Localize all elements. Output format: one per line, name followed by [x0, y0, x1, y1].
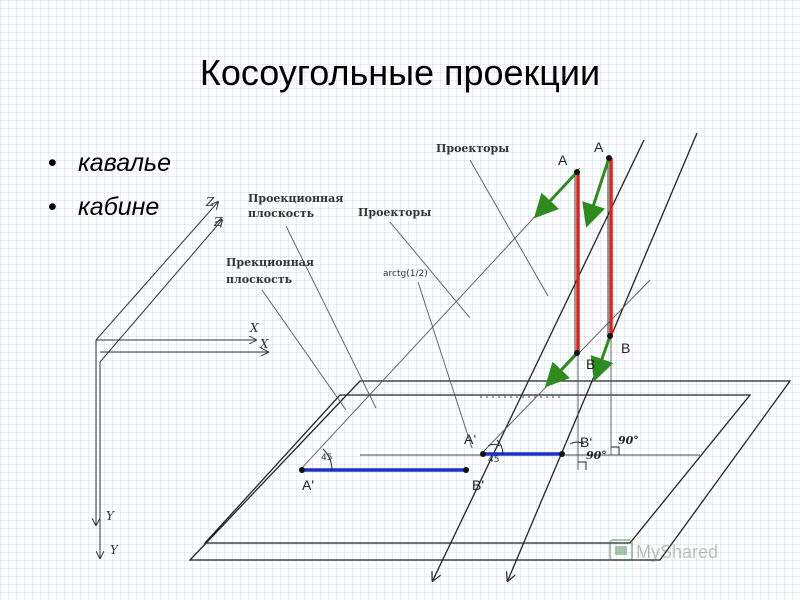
leader-projectors-mid — [389, 221, 471, 319]
label-point-b-prime-2: B‘ — [580, 434, 592, 450]
label-point-b1: B — [586, 356, 595, 372]
label-point-b2: B — [621, 340, 630, 356]
green-arrow-b1 — [544, 351, 579, 388]
right-angle-mark-2 — [611, 446, 620, 455]
point-a-prime-2 — [480, 451, 486, 457]
label-point-a2: A — [594, 139, 604, 155]
axis-z-label-2: Z — [213, 215, 223, 229]
bullet-text: кавалье — [78, 149, 171, 177]
angle-marks — [322, 439, 620, 471]
projection-plane-outer — [188, 380, 792, 561]
axis-x-label-1: X — [249, 321, 259, 335]
watermark-logo: MyShared — [609, 539, 718, 562]
projection-plane-inner — [203, 394, 752, 544]
label-point-b-prime-1: B' — [472, 477, 484, 493]
label-angle-45-1: 45 — [321, 453, 332, 463]
axis-z-line-2 — [99, 220, 222, 363]
green-arrow-a2 — [582, 157, 611, 228]
label-prek-plane-line1: Прекционная — [226, 256, 314, 269]
label-projectors-top: Проекторы — [436, 142, 509, 155]
bullet-list: • кавалье • кабине — [48, 146, 171, 234]
angle-arc-45-1 — [322, 448, 333, 471]
watermark-text: MyShared — [636, 542, 718, 562]
label-prek-plane-line2: плоскость — [226, 273, 293, 286]
bullet-item-cabinet: • кабине — [48, 190, 171, 234]
blue-segments — [302, 452, 562, 472]
point-a-prime-1 — [299, 467, 305, 473]
axis-y-label-1: Y — [106, 509, 115, 523]
axes-group — [96, 202, 268, 558]
point-b1 — [574, 350, 580, 356]
axis-x-label-2: X — [259, 337, 269, 351]
red-segment-edges — [574, 158, 609, 353]
leader-prek-plane — [261, 289, 347, 411]
slide-title: Косоугольные проекции — [199, 52, 601, 93]
green-arrows — [533, 157, 614, 388]
green-arrow-a1 — [533, 170, 579, 219]
axis-z-line-1 — [95, 202, 218, 341]
label-angle-45-2: 45 — [488, 455, 499, 465]
bullet-dot: • — [48, 149, 57, 177]
point-a1 — [574, 169, 580, 175]
watermark-icon — [609, 539, 633, 561]
leader-arctg — [417, 281, 473, 449]
label-projection-plane-line1: Проекционная — [248, 192, 343, 205]
right-angle-mark-1 — [578, 461, 587, 470]
bullet-dot: • — [48, 193, 57, 221]
projector-lines — [433, 132, 698, 580]
angle-arc-45-2 — [496, 439, 504, 455]
label-arctg: arctg(1/2) — [383, 269, 428, 279]
label-point-a-prime-2: A‘ — [464, 431, 476, 447]
projection-planes — [188, 380, 792, 561]
axis-z-label-1: Z — [205, 195, 215, 209]
green-arrow-b2 — [590, 335, 614, 382]
label-projectors-mid: Проекторы — [358, 206, 431, 219]
point-b2 — [607, 333, 613, 339]
angle-arc-a-prime — [487, 443, 501, 447]
red-segments — [576, 158, 613, 353]
label-point-a1: A — [558, 152, 568, 168]
label-projection-plane-line2: плоскость — [248, 207, 315, 220]
label-point-a-prime-1: A' — [302, 477, 314, 493]
angle-arc-b-prime — [569, 441, 585, 445]
point-b-prime-2 — [559, 451, 565, 457]
points — [299, 155, 613, 473]
leader-lines — [261, 159, 651, 471]
diagonal-thin-1 — [299, 167, 581, 471]
watermark-icon-inner — [615, 546, 627, 555]
label-angle-90-2: 90° — [618, 434, 639, 447]
point-b-prime-1 — [463, 467, 469, 473]
leader-proj-plane — [285, 225, 377, 409]
leader-projectors-top — [469, 159, 549, 297]
point-a2 — [606, 155, 612, 161]
axis-y-label-2: Y — [110, 543, 119, 557]
bullet-item-cavalier: • кавалье — [48, 146, 171, 190]
bullet-text: кабине — [78, 193, 160, 221]
projector-line-left — [433, 139, 645, 580]
label-angle-90-1: 90° — [586, 449, 607, 462]
